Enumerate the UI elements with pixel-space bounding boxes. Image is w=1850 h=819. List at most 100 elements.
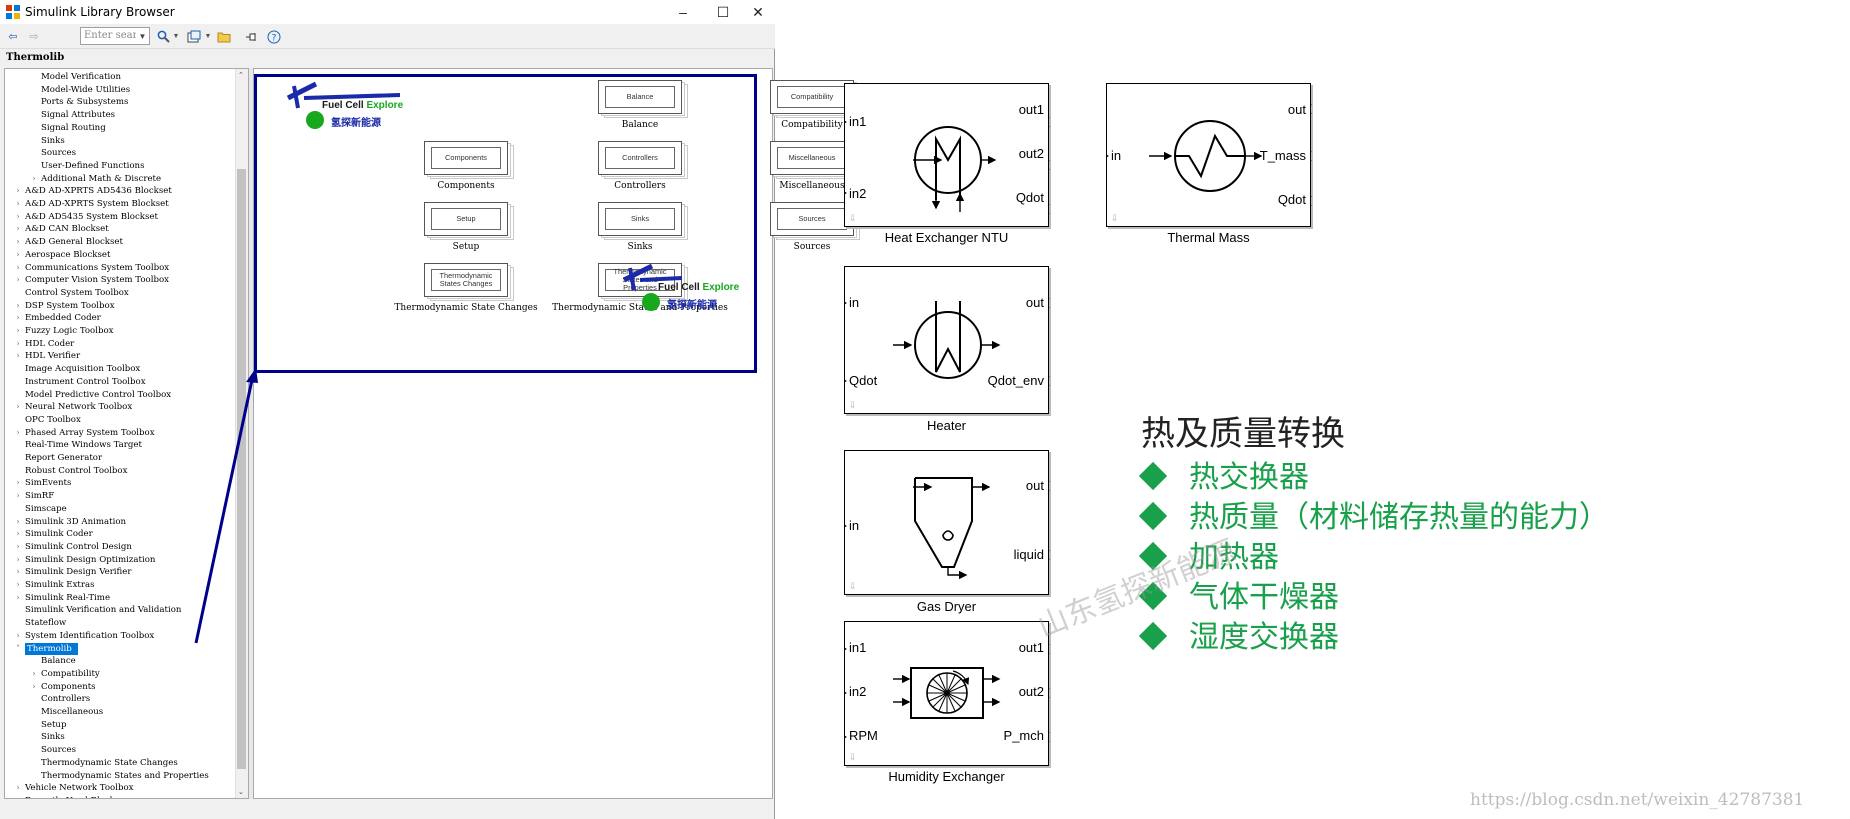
tree-item[interactable]: ›A&D General Blockset: [16, 236, 123, 249]
collapsed-chevron-icon[interactable]: ›: [16, 491, 20, 501]
tree-item[interactable]: ›Aerospace Blockset: [16, 249, 110, 262]
tree-item[interactable]: ˅Thermolib: [16, 642, 78, 656]
tree-item[interactable]: ›DSP System Toolbox: [16, 300, 114, 313]
close-icon[interactable]: ✕: [752, 3, 764, 20]
tree-item[interactable]: User-Defined Functions: [41, 160, 144, 173]
tree-item[interactable]: ›Simulink Design Optimization: [16, 554, 155, 567]
library-block[interactable]: Controllers: [598, 141, 688, 179]
collapsed-chevron-icon[interactable]: ›: [16, 478, 20, 488]
new-dropdown-icon[interactable]: ▼: [204, 33, 212, 40]
collapsed-chevron-icon[interactable]: ›: [16, 237, 20, 247]
scroll-up-icon[interactable]: ⌃: [238, 72, 244, 79]
tree-item[interactable]: Instrument Control Toolbox: [25, 376, 146, 389]
new-model-icon[interactable]: [186, 28, 202, 45]
tree-item[interactable]: ›Communications System Toolbox: [16, 262, 169, 275]
tree-item[interactable]: ›Neural Network Toolbox: [16, 401, 132, 414]
open-folder-icon[interactable]: [216, 28, 232, 45]
tree-item[interactable]: ›Simulink Control Design: [16, 541, 132, 554]
scroll-down-icon[interactable]: ⌄: [238, 789, 244, 796]
tree-item[interactable]: Sinks: [41, 135, 65, 148]
tree-item[interactable]: ›Simulink Extras: [16, 579, 94, 592]
collapsed-chevron-icon[interactable]: ›: [16, 262, 20, 272]
tree-item[interactable]: Sources: [41, 744, 76, 757]
forward-arrow-icon[interactable]: ⇨: [29, 31, 39, 43]
collapsed-chevron-icon[interactable]: ›: [32, 173, 36, 183]
collapsed-chevron-icon[interactable]: ›: [16, 592, 20, 602]
tree-item[interactable]: Miscellaneous: [41, 706, 103, 719]
tree-item[interactable]: ›Simulink Design Verifier: [16, 566, 131, 579]
tree-item[interactable]: Sources: [41, 147, 76, 160]
library-block[interactable]: Sinks: [598, 202, 688, 240]
collapsed-chevron-icon[interactable]: ›: [16, 249, 20, 259]
tree-item[interactable]: Robust Control Toolbox: [25, 465, 127, 478]
collapsed-chevron-icon[interactable]: ›: [16, 326, 20, 335]
collapsed-chevron-icon[interactable]: ›: [16, 300, 20, 310]
find-block-icon[interactable]: [156, 28, 172, 45]
tree-item[interactable]: ›Embedded Coder: [16, 312, 100, 325]
library-block[interactable]: Components: [424, 141, 514, 179]
collapsed-chevron-icon[interactable]: ›: [16, 338, 20, 348]
tree-item[interactable]: Thermodynamic State Changes: [41, 757, 178, 770]
collapsed-chevron-icon[interactable]: ›: [16, 529, 20, 539]
tree-item[interactable]: Controllers: [41, 693, 90, 706]
collapsed-chevron-icon[interactable]: ›: [16, 554, 20, 564]
collapsed-chevron-icon[interactable]: ›: [16, 783, 20, 793]
collapsed-chevron-icon[interactable]: ›: [32, 681, 36, 691]
maximize-icon[interactable]: ☐: [716, 3, 730, 20]
tree-item[interactable]: ›SimEvents: [16, 477, 71, 490]
tree-item[interactable]: ›System Identification Toolbox: [16, 630, 154, 643]
pin-icon[interactable]: [244, 28, 258, 45]
tree-item[interactable]: ›Vehicle Network Toolbox: [16, 782, 133, 795]
tree-item[interactable]: Signal Attributes: [41, 109, 115, 122]
tree-item[interactable]: Real-Time Windows Target: [25, 439, 142, 452]
tree-item[interactable]: Setup: [41, 719, 66, 732]
tree-item[interactable]: ›Additional Math & Discrete: [32, 173, 161, 186]
tree-item[interactable]: Signal Routing: [41, 122, 106, 135]
library-block[interactable]: Setup: [424, 202, 514, 240]
tree-item[interactable]: ›A&D AD5435 System Blockset: [16, 211, 158, 224]
thermal-mass-block[interactable]: in out T_mass Qdot ⇩: [1106, 83, 1312, 227]
collapsed-chevron-icon[interactable]: ›: [16, 427, 20, 437]
collapsed-chevron-icon[interactable]: ›: [16, 630, 20, 640]
tree-item[interactable]: Model Verification: [41, 71, 121, 84]
tree-item[interactable]: Report Generator: [25, 452, 102, 465]
collapsed-chevron-icon[interactable]: ›: [16, 224, 20, 234]
collapsed-chevron-icon[interactable]: ›: [16, 516, 20, 526]
tree-item[interactable]: ›Simulink Real-Time: [16, 592, 110, 605]
tree-item[interactable]: Sinks: [41, 731, 65, 744]
tree-item[interactable]: ›SimRF: [16, 490, 54, 503]
expanded-chevron-icon[interactable]: ˅: [16, 643, 20, 653]
collapsed-chevron-icon[interactable]: ›: [16, 211, 20, 221]
tree-item[interactable]: ›Simulink 3D Animation: [16, 516, 126, 529]
library-block[interactable]: Balance: [598, 80, 688, 118]
tree-item[interactable]: ›HDL Verifier: [16, 350, 80, 363]
tree-item[interactable]: Simscape: [25, 503, 67, 516]
heater-block[interactable]: in Qdot out Qdot_env ⇩: [844, 266, 1050, 414]
gas-dryer-block[interactable]: in out liquid ⇩: [844, 450, 1050, 595]
tree-item[interactable]: ›A&D AD-XPRTS System Blockset: [16, 198, 168, 211]
collapsed-chevron-icon[interactable]: ›: [16, 313, 20, 323]
tree-item[interactable]: ›Components: [32, 681, 95, 694]
collapsed-chevron-icon[interactable]: ›: [16, 402, 20, 412]
tree-item[interactable]: Thermodynamic States and Properties: [41, 770, 209, 783]
collapsed-chevron-icon[interactable]: ›: [16, 580, 20, 589]
collapsed-chevron-icon[interactable]: ›: [16, 567, 20, 577]
collapsed-chevron-icon[interactable]: ›: [16, 351, 20, 361]
library-block[interactable]: Thermodynamic States Changes: [424, 263, 514, 301]
tree-item[interactable]: Ports & Subsystems: [41, 96, 128, 109]
tree-item[interactable]: Image Acquisition Toolbox: [25, 363, 140, 376]
humidity-exchanger-block[interactable]: in1 in2 RPM out1 out2 P_mch ⇩: [844, 621, 1050, 766]
help-icon[interactable]: ?: [266, 28, 282, 45]
heat-exchanger-ntu-block[interactable]: in1 in2 out1 out2 Qdot ⇩: [844, 83, 1050, 227]
tree-item[interactable]: ›Fuzzy Logic Toolbox: [16, 325, 113, 338]
tree-item[interactable]: ›HDL Coder: [16, 338, 74, 351]
tree-item[interactable]: Stateflow: [25, 617, 66, 630]
tree-item[interactable]: ›A&D CAN Blockset: [16, 223, 108, 236]
collapsed-chevron-icon[interactable]: ›: [16, 541, 20, 551]
tree-item[interactable]: ›Simulink Coder: [16, 528, 92, 541]
tree-item[interactable]: Recently Used Blocks: [25, 795, 119, 798]
collapsed-chevron-icon[interactable]: ›: [16, 199, 20, 208]
tree-item[interactable]: Model Predictive Control Toolbox: [25, 389, 171, 402]
search-dropdown-icon[interactable]: ▼: [136, 27, 150, 45]
tree-item[interactable]: Control System Toolbox: [25, 287, 129, 300]
